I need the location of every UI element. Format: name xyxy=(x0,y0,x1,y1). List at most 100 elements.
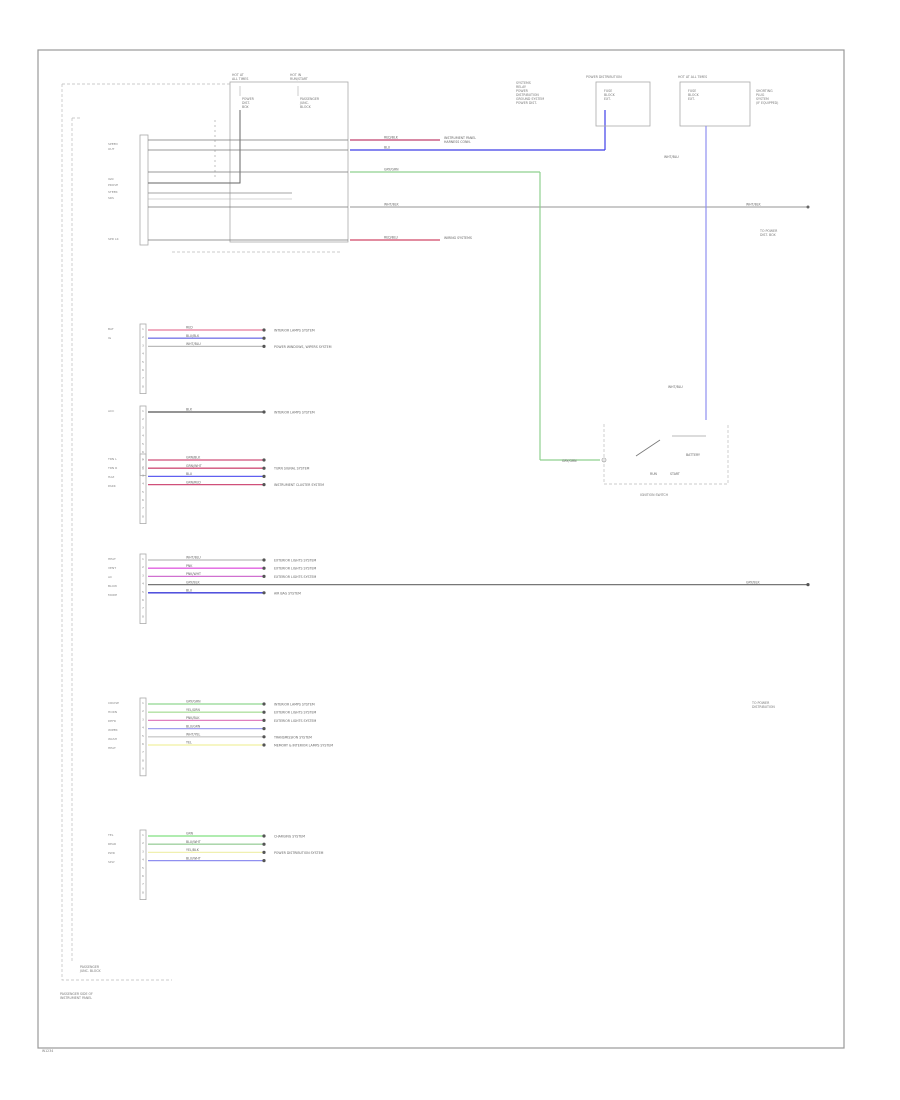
connector-pin-number: 2 xyxy=(142,335,144,339)
top-fuse-title-line: HOT AT xyxy=(232,73,244,77)
connector-pin-number: 1 xyxy=(142,557,144,561)
right-reference-2-line: TO POWER xyxy=(751,701,770,705)
module-inner-outline xyxy=(71,117,80,962)
module-label-line: JUNC. BLOCK xyxy=(79,969,101,973)
right-fuse-title: POWER DISTRIBUTION xyxy=(586,75,622,79)
group-pin-label: AC xyxy=(108,575,112,579)
harness-wire-name: GRN xyxy=(186,832,194,836)
connector-pin-number: 5 xyxy=(142,490,144,494)
harness-wire-name: PNK/WHT xyxy=(186,572,201,576)
connector-pin-number: 6 xyxy=(142,368,144,372)
harness-wire-destination: EXTERIOR LIGHTS SYSTEM xyxy=(274,559,317,563)
connector-block xyxy=(139,323,147,394)
blue-wire-label-lower: WHT/BLU xyxy=(668,385,683,389)
top-fuse-body-line: POWER xyxy=(242,97,255,101)
module-caption-line: INSTRUMENT PANEL xyxy=(60,996,92,1000)
connector-pin-label: SPD LK xyxy=(108,237,120,241)
group-pin-label: REAR xyxy=(108,842,116,846)
connector-pin-number: 8 xyxy=(142,384,144,388)
harness-wire-name: BLU/GRN xyxy=(186,724,201,728)
connector-pin-number: 3 xyxy=(142,849,144,853)
top-fuse-box xyxy=(229,81,349,243)
top-fuse-title-line: RUN/START xyxy=(290,77,308,81)
right-reference-2-line: DISTRIBUTION xyxy=(752,705,775,709)
top-wire-name: WHT/BLK xyxy=(384,203,400,207)
harness-wire-destination: INTERIOR LAMPS SYSTEM xyxy=(274,703,315,707)
right-note-line: (IF EQUIPPED) xyxy=(756,101,778,105)
connector-pin-number: 4 xyxy=(142,726,144,730)
top-wire-destination: WIRING SYSTEMS xyxy=(444,236,472,240)
group-pin-label: SPLY xyxy=(108,860,115,864)
right-fuse-body-line: EXT. xyxy=(688,97,695,101)
blue-wire-label: WHT/BLU xyxy=(664,155,679,159)
module-label-line: PASSENGER xyxy=(80,965,100,969)
group-pin-label: BLOW xyxy=(108,584,117,588)
top-wire-name: RED/BLU xyxy=(384,236,399,240)
left-note-line: GROUND SYSTEM xyxy=(516,97,544,101)
connector-pin-label: SPEED xyxy=(108,142,119,146)
connector-pin-number: 5 xyxy=(142,590,144,594)
connector-pin-label: IGN xyxy=(108,177,113,181)
harness-wire-name: GRY/BLK xyxy=(186,580,200,584)
connector-pin-number: 1 xyxy=(142,409,144,413)
group-pin-label: DEFR xyxy=(108,719,116,723)
switch-contact xyxy=(635,439,661,457)
top-fuse-title-line: ALL TIMES xyxy=(232,77,248,81)
long-wire-right-label: GRY/BLK xyxy=(746,580,760,584)
wire-terminal xyxy=(262,566,266,570)
connector-pin-number: 4 xyxy=(142,482,144,486)
connector-pin-number: 3 xyxy=(142,573,144,577)
harness-wire-destination: AIR BAG SYSTEM xyxy=(274,591,301,595)
connector-pin-number: 6 xyxy=(142,498,144,502)
wire-terminal xyxy=(262,850,266,855)
connector-pin-number: 7 xyxy=(142,458,144,462)
right-reference-1-line: DIST. BOX xyxy=(760,233,776,237)
harness-wire-name: BLU/WHT xyxy=(186,856,201,860)
connector-pin-number: 6 xyxy=(142,598,144,602)
right-fuse-title: HOT AT ALL TIMES xyxy=(678,75,707,79)
connector-block xyxy=(139,829,147,900)
group-pin-label: CRUISE xyxy=(108,701,119,705)
group-pin-label: TEL xyxy=(107,833,114,837)
connector-block-top xyxy=(139,134,149,246)
group-pin-label: TRN L xyxy=(107,457,117,461)
group-pin-label: WIPER xyxy=(108,728,118,732)
connector-pin-number: 7 xyxy=(142,882,144,886)
group-pin-label: ACC xyxy=(108,409,114,413)
connector-block xyxy=(139,553,147,624)
top-fuse-body-line: BLOCK xyxy=(300,105,312,109)
left-note-line: DISTRIBUTION xyxy=(516,93,539,97)
harness-wire-destination: TRANSMISSION SYSTEM xyxy=(273,735,312,739)
connector-pin-number: 1 xyxy=(142,701,144,705)
right-fuse-body-line: BLOCK xyxy=(604,93,616,97)
connector-pin-number: 4 xyxy=(142,582,144,586)
group-pin-label: BAT xyxy=(108,327,114,331)
connector-pin-number: 8 xyxy=(142,466,144,470)
connector-pin-number: 7 xyxy=(142,506,144,510)
group-pin-label: PWR xyxy=(108,851,115,855)
connector-pin-number: 5 xyxy=(142,866,144,870)
group-pin-label: HORN xyxy=(108,710,117,714)
connector-pin-number: 3 xyxy=(142,717,144,721)
wire-terminal xyxy=(262,859,266,863)
connector-pin-number: 8 xyxy=(142,614,144,618)
right-fuse-box xyxy=(595,81,651,127)
connector-pin-number: 1 xyxy=(142,457,144,461)
group-pin-label: WASH xyxy=(108,737,117,741)
connector-pin-number: 6 xyxy=(142,742,144,746)
harness-wire-name: RED xyxy=(186,326,193,330)
harness-wire-name: GRY/GRN xyxy=(186,700,201,704)
wire-terminal xyxy=(262,574,266,579)
right-note-line: PLUG xyxy=(756,93,765,97)
group-pin-label: HEAT xyxy=(108,557,116,561)
group-pin-label: HAZ xyxy=(108,475,114,479)
wire-terminal xyxy=(262,483,266,487)
